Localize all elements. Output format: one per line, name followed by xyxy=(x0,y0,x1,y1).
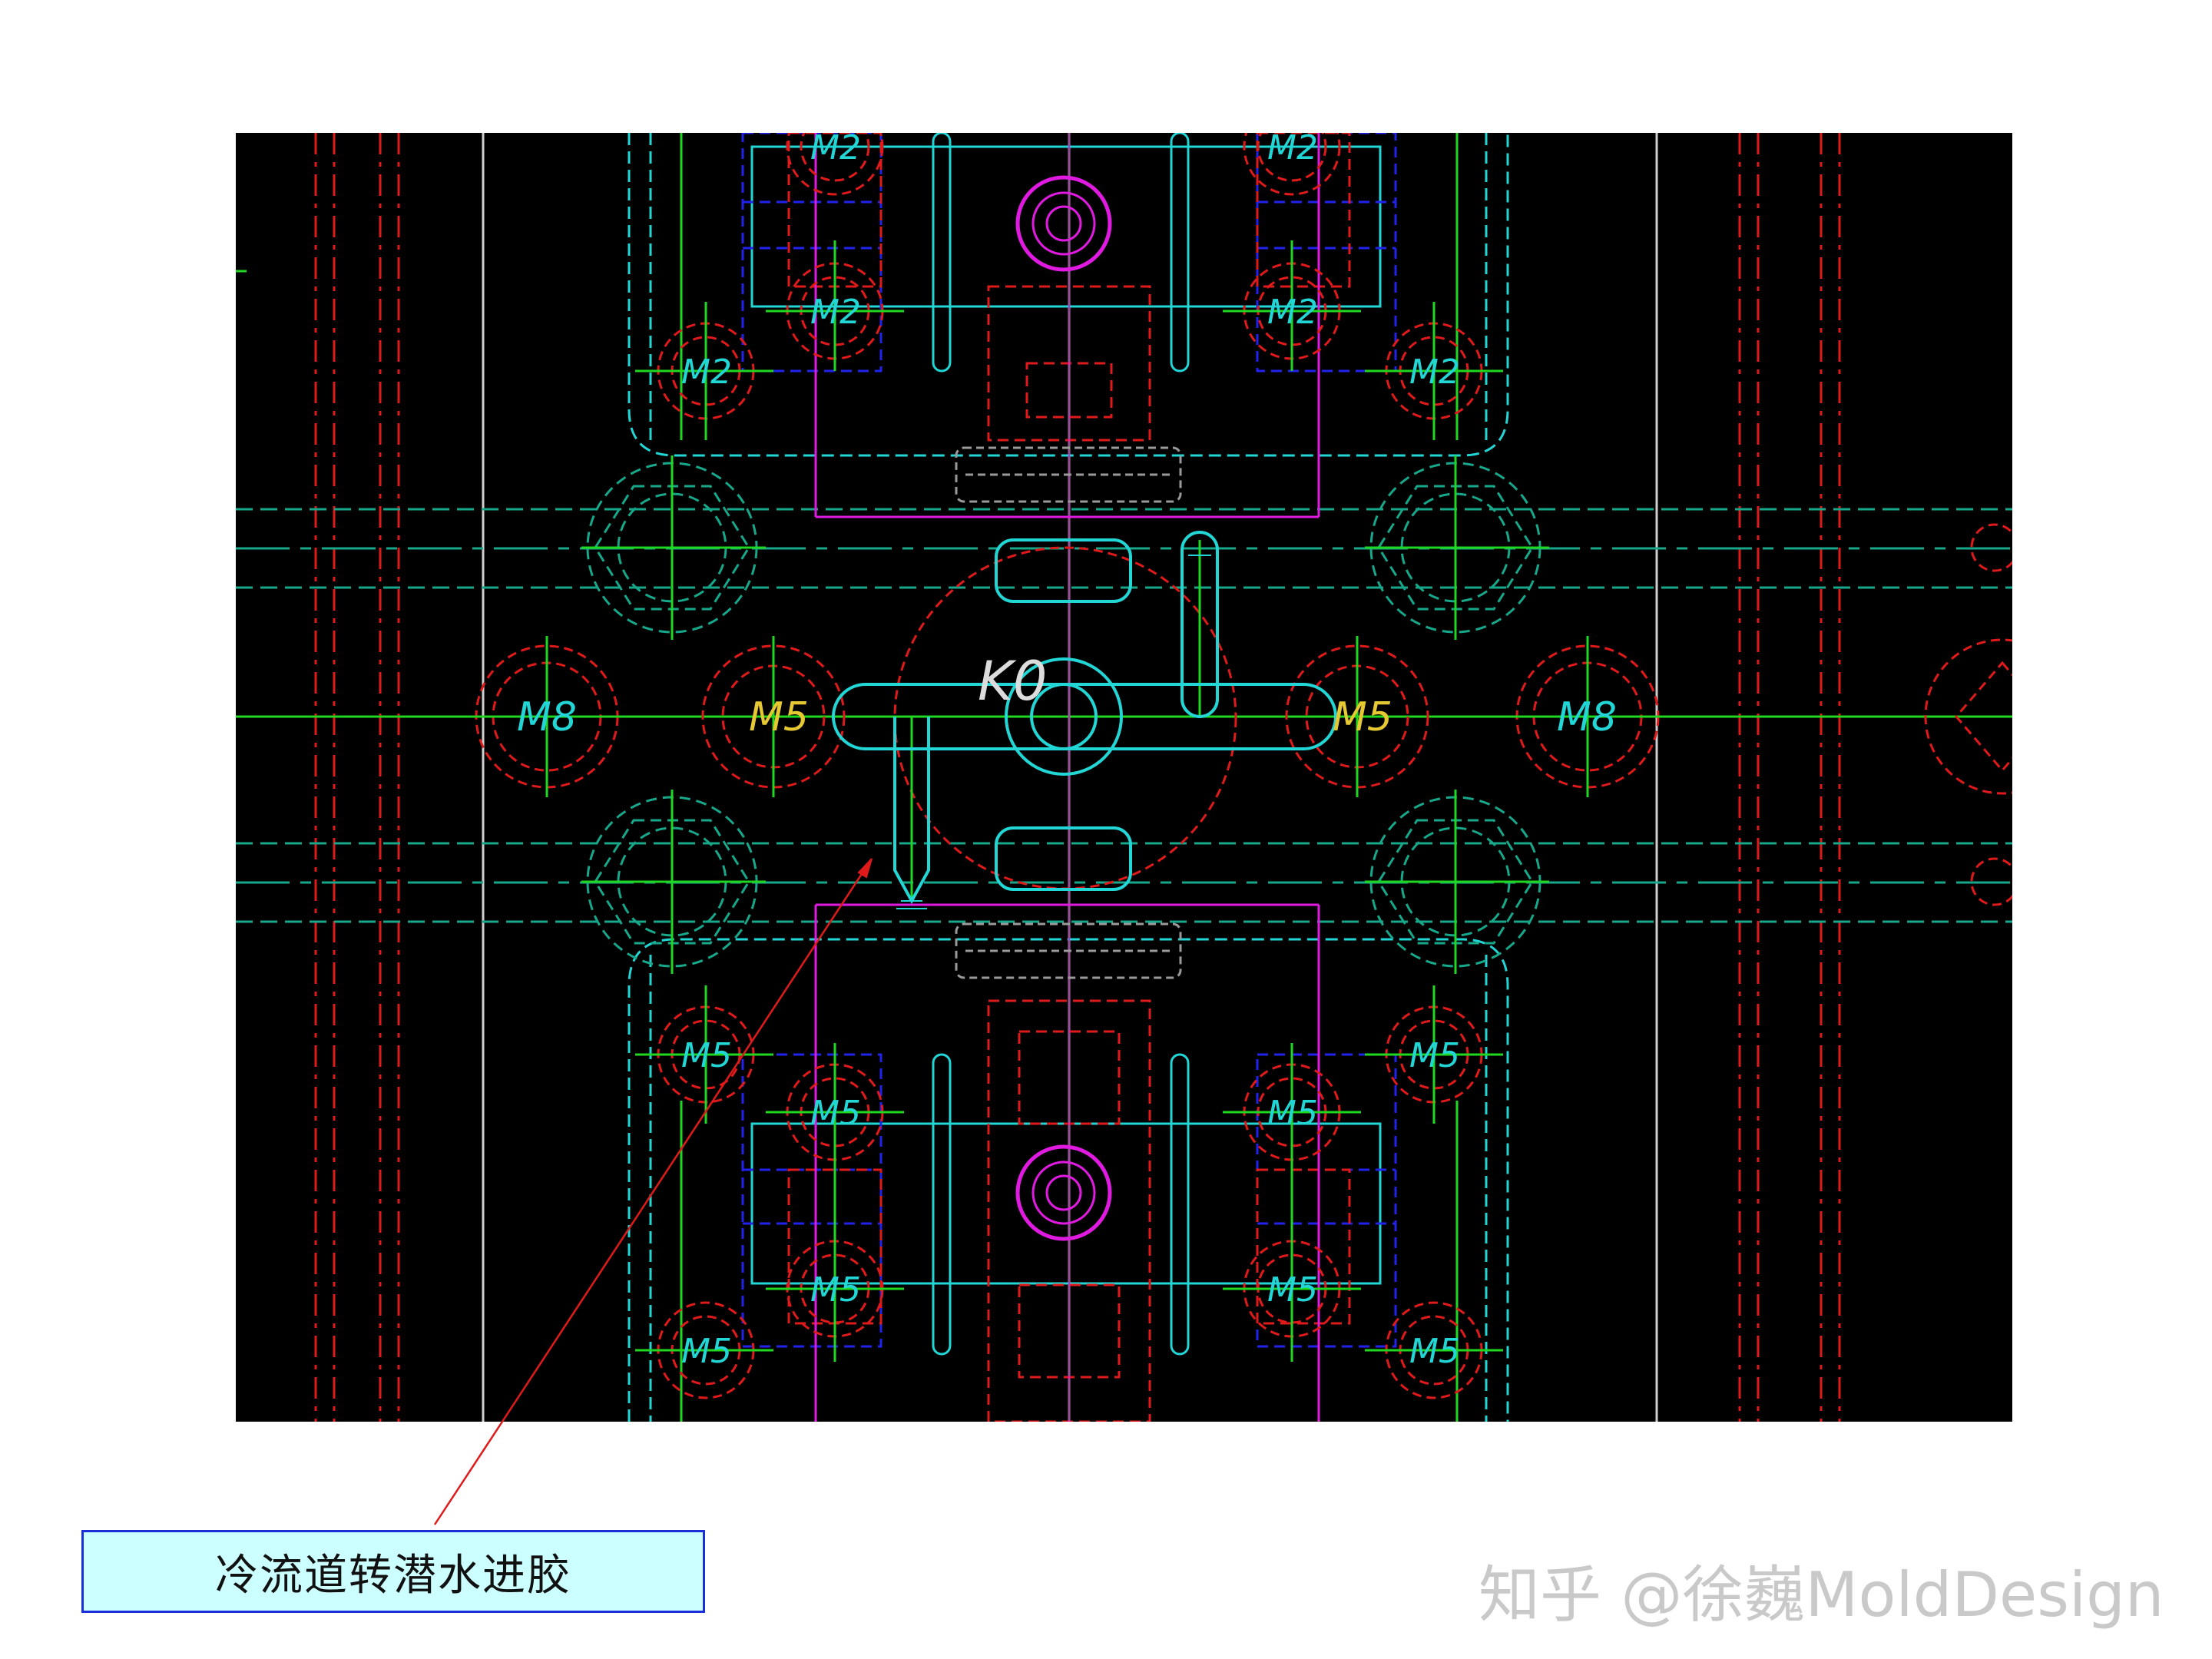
screw-label-m2: M2 xyxy=(810,133,861,167)
screw-label-m2: M2 xyxy=(1267,293,1318,332)
callout-box: 冷流道转潜水进胶 xyxy=(81,1530,705,1613)
screw-label-m5: M5 xyxy=(749,694,809,740)
screw-label-m5: M5 xyxy=(1267,1270,1318,1310)
callout-text: 冷流道转潜水进胶 xyxy=(215,1550,571,1601)
screw-label-m2: M2 xyxy=(810,293,861,332)
screw-label-m5: M5 xyxy=(681,1332,732,1371)
screw-label-m8: M8 xyxy=(1557,694,1617,740)
screw-label-m5: M5 xyxy=(810,1270,861,1310)
screw-label-m5: M5 xyxy=(1409,1036,1460,1075)
watermark-text: 知乎 @徐巍MoldDesign xyxy=(1479,1559,2164,1631)
screw-label-m5: M5 xyxy=(1267,1094,1318,1133)
screw-label-m2: M2 xyxy=(1267,133,1318,167)
screw-label-m5: M5 xyxy=(1409,1332,1460,1371)
screw-label-m2: M2 xyxy=(1409,353,1460,392)
screw-label-m2: M2 xyxy=(681,353,732,392)
mold-drawing: K0 M8 M8 M5 M5 M2 M2 M2 M2 M2 M2 M5 M5 M… xyxy=(236,133,2012,1422)
cad-drawing-panel: K0 M8 M8 M5 M5 M2 M2 M2 M2 M2 M2 M5 M5 M… xyxy=(236,133,2012,1422)
screw-label-m5: M5 xyxy=(1333,694,1392,740)
screw-label-m5: M5 xyxy=(681,1036,732,1075)
screw-label-m5: M5 xyxy=(810,1094,861,1133)
gate-label: K0 xyxy=(978,650,1047,713)
screw-label-m8: M8 xyxy=(517,694,577,740)
